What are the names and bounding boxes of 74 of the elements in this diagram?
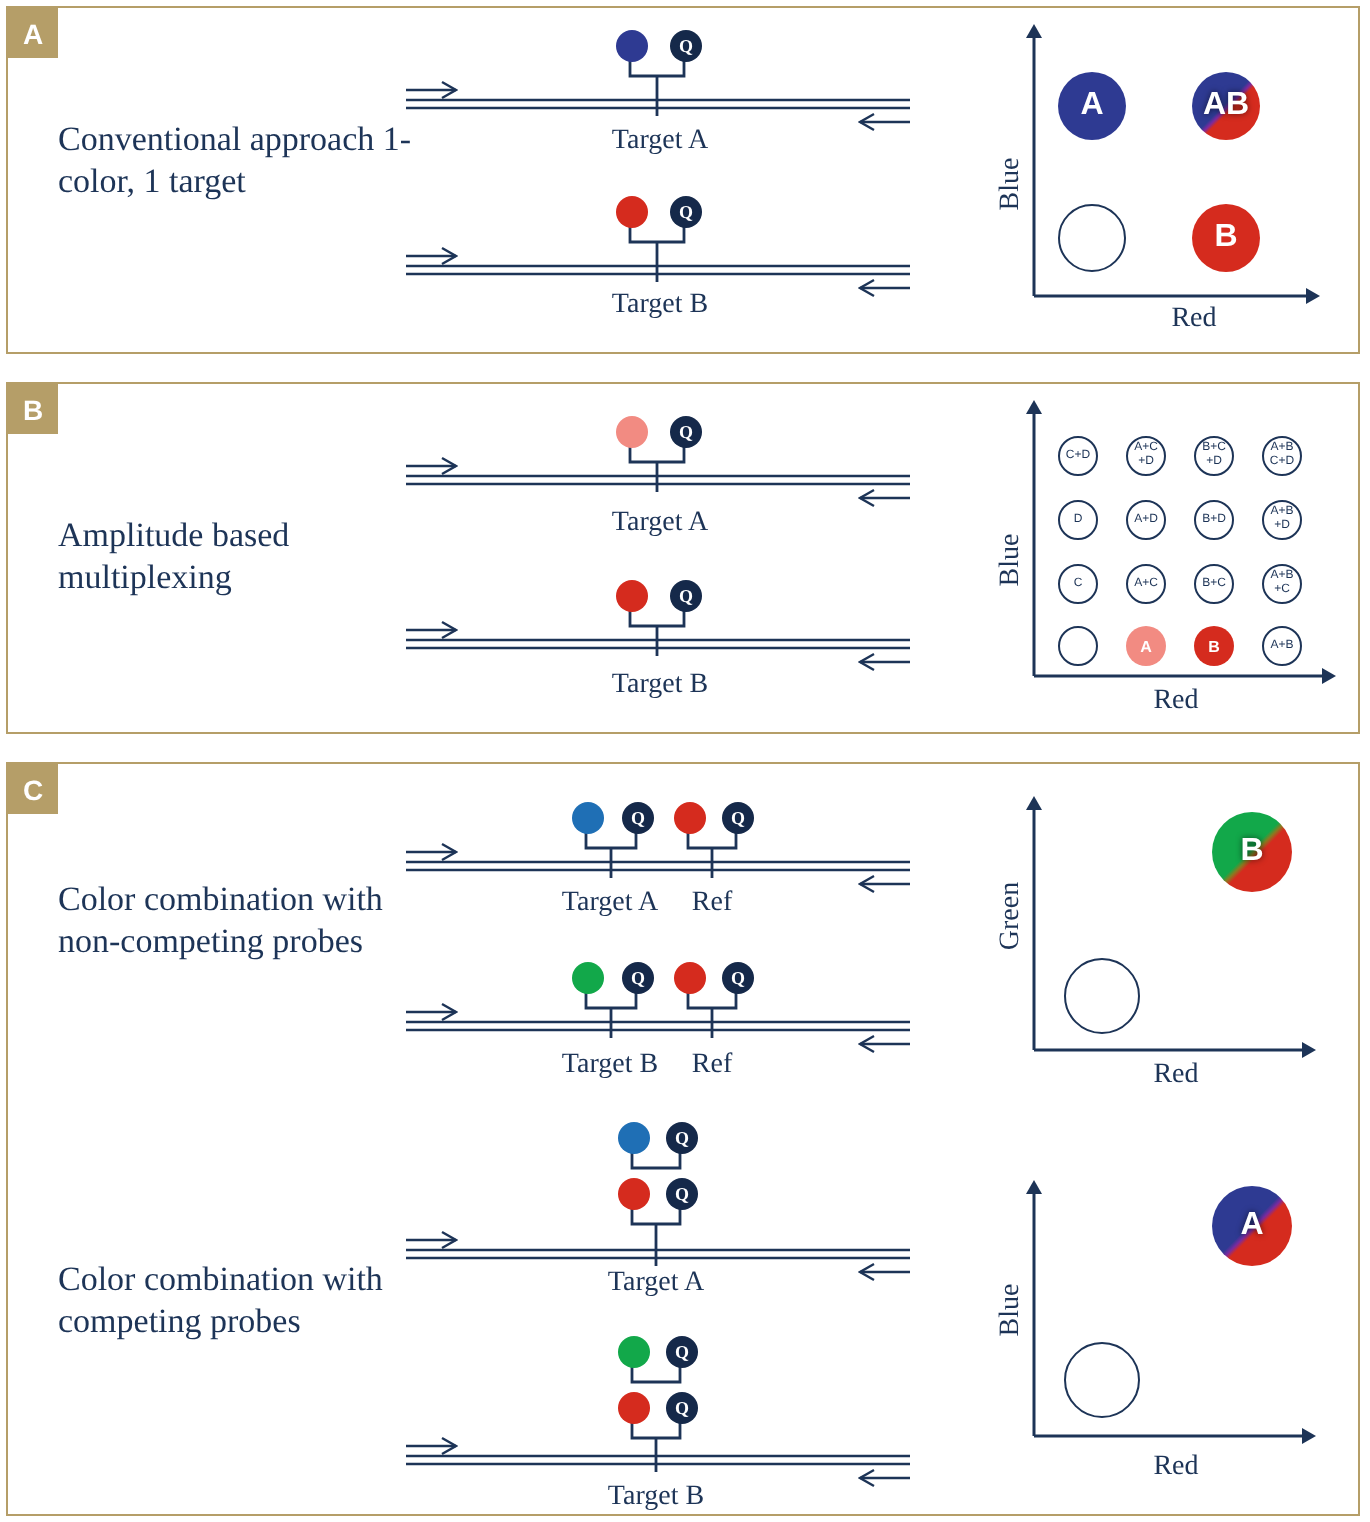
- fluorophore-dot: [618, 1336, 650, 1368]
- reference-label: Ref: [691, 1050, 733, 1082]
- fluorophore-dot: [572, 802, 604, 834]
- quencher-circle: Q: [670, 416, 702, 448]
- quencher-circle: Q: [666, 1122, 698, 1154]
- droplet-cluster: A: [1058, 72, 1126, 140]
- probe-linker: [628, 610, 686, 628]
- axis-label: Blue: [996, 533, 1028, 587]
- panel-letter-badge: A: [8, 8, 58, 58]
- probe-linker: [686, 832, 738, 850]
- target-label: Target A: [561, 888, 659, 920]
- panel-description: Color combination with non-competing probes: [58, 878, 385, 962]
- probe-linker: [584, 992, 638, 1010]
- droplet-cluster: B: [1212, 812, 1292, 892]
- axis-label: Red: [1153, 1060, 1199, 1092]
- target-label: Target B: [611, 290, 709, 322]
- panel-description: Amplitude based multiplexing: [58, 514, 292, 598]
- droplet-cluster: [1058, 626, 1098, 666]
- target-label: Target B: [607, 1482, 705, 1514]
- probe-linker: [628, 60, 686, 78]
- quencher-circle: Q: [722, 962, 754, 994]
- probe-linker: [630, 1422, 682, 1440]
- panel-description: Color combination with competing probes: [58, 1258, 385, 1342]
- panel-description: Conventional approach 1-color, 1 target: [58, 118, 414, 202]
- quencher-circle: Q: [670, 30, 702, 62]
- fluorophore-dot: [616, 196, 648, 228]
- droplet-cluster: A: [1212, 1186, 1292, 1266]
- axis-label: Red: [1153, 686, 1199, 718]
- probe-linker: [628, 446, 686, 464]
- panel-letter-badge: C: [8, 764, 58, 814]
- axis-label: Blue: [996, 1283, 1028, 1337]
- reference-label: Ref: [691, 888, 733, 920]
- fluorophore-dot: [674, 962, 706, 994]
- axis-label: Red: [1171, 304, 1217, 336]
- panel-frame: [6, 6, 1360, 354]
- droplet-cluster: [1064, 958, 1140, 1034]
- droplet-cluster: [1064, 1342, 1140, 1418]
- quencher-circle: Q: [622, 802, 654, 834]
- quencher-circle: Q: [666, 1336, 698, 1368]
- probe-linker: [686, 992, 738, 1010]
- fluorophore-dot: [618, 1178, 650, 1210]
- fluorophore-dot: [616, 416, 648, 448]
- probe-linker: [630, 1152, 682, 1170]
- droplet-cluster: B: [1192, 204, 1260, 272]
- droplet-cluster: [1058, 204, 1126, 272]
- fluorophore-dot: [616, 580, 648, 612]
- quencher-circle: Q: [670, 580, 702, 612]
- fluorophore-dot: [674, 802, 706, 834]
- probe-linker: [628, 226, 686, 244]
- probe-linker: [630, 1208, 682, 1226]
- panel-letter-badge: B: [8, 384, 58, 434]
- target-label: Target B: [561, 1050, 659, 1082]
- quencher-circle: Q: [666, 1392, 698, 1424]
- fluorophore-dot: [616, 30, 648, 62]
- quencher-circle: Q: [722, 802, 754, 834]
- quencher-circle: Q: [622, 962, 654, 994]
- fluorophore-dot: [572, 962, 604, 994]
- axis-label: Green: [996, 881, 1028, 951]
- target-label: Target A: [607, 1268, 705, 1300]
- panel-frame: [6, 762, 1360, 1516]
- probe-linker: [630, 1366, 682, 1384]
- quencher-circle: Q: [670, 196, 702, 228]
- axis-label: Red: [1153, 1452, 1199, 1484]
- fluorophore-dot: [618, 1122, 650, 1154]
- fluorophore-dot: [618, 1392, 650, 1424]
- quencher-circle: Q: [666, 1178, 698, 1210]
- target-label: Target B: [611, 670, 709, 702]
- target-label: Target A: [611, 126, 709, 158]
- panel-frame: [6, 382, 1360, 734]
- droplet-cluster: B: [1194, 626, 1234, 666]
- droplet-cluster: A: [1126, 626, 1166, 666]
- axis-label: Blue: [996, 157, 1028, 211]
- probe-linker: [584, 832, 638, 850]
- target-label: Target A: [611, 508, 709, 540]
